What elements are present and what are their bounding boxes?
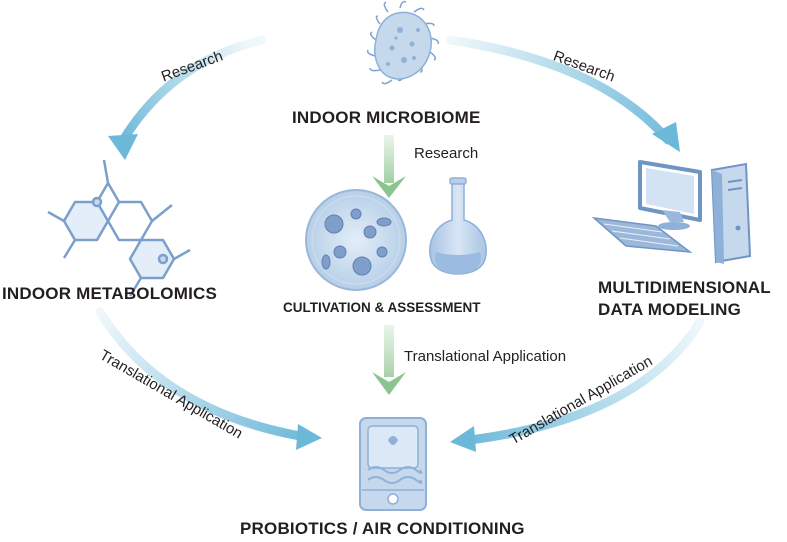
arrow-microbiome-to-modeling: [445, 35, 680, 152]
node-indoor-microbiome: INDOOR MICROBIOME: [292, 108, 481, 127]
node-probiotics-air-conditioning: PROBIOTICS / AIR CONDITIONING: [240, 519, 525, 538]
petri-dish-icon: [305, 189, 407, 291]
arrow-microbiome-to-cultivation: [372, 135, 406, 198]
node-modeling-line2: DATA MODELING: [598, 300, 741, 319]
arrow-metabolomics-to-probiotics: [95, 307, 322, 450]
molecule-icon: [47, 159, 191, 297]
node-indoor-metabolomics: INDOOR METABOLOMICS: [2, 284, 218, 303]
air-purifier-icon: [359, 417, 427, 511]
computer-icon: [591, 160, 752, 264]
node-cultivation-assessment: CULTIVATION & ASSESSMENT: [283, 300, 481, 315]
edge-label-research-center: Research: [414, 145, 479, 162]
flask-icon: [429, 177, 487, 275]
node-modeling-line1: MULTIDIMENSIONAL: [598, 278, 771, 297]
edge-label-translational-center: Translational Application: [404, 348, 567, 365]
arrow-modeling-to-probiotics: [450, 317, 705, 452]
bacterium-icon: [366, 0, 440, 85]
arrow-cultivation-to-probiotics: [372, 325, 406, 395]
arrow-microbiome-to-metabolomics: [108, 35, 267, 160]
